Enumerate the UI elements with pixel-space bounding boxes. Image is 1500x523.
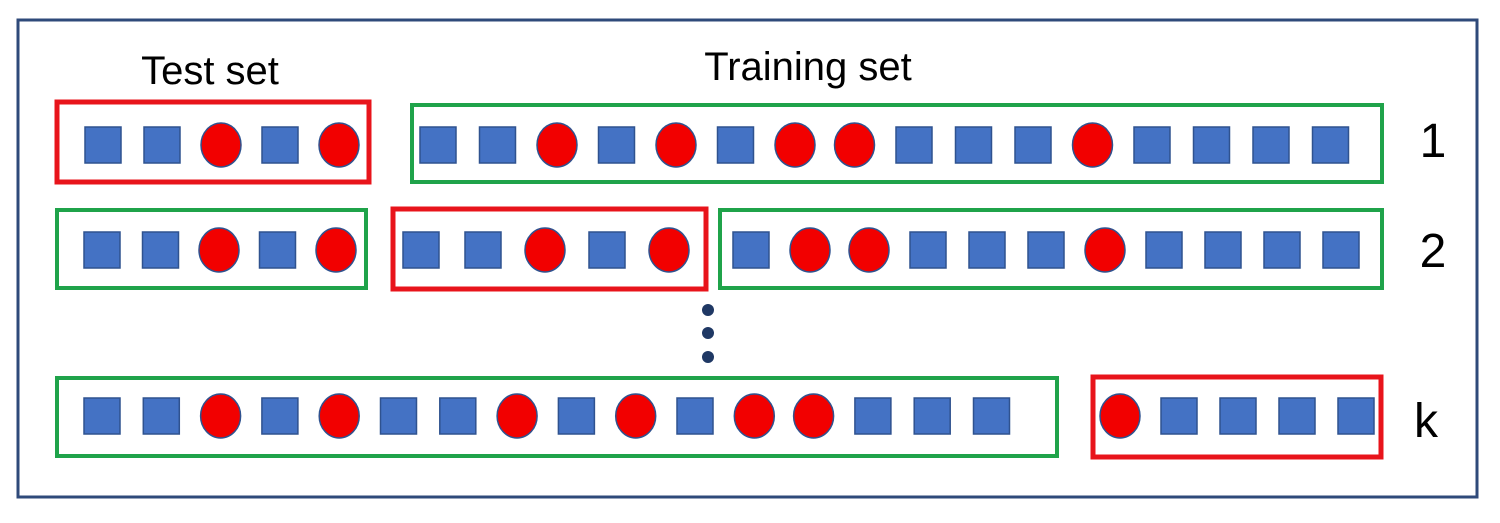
square-sample (402, 231, 440, 269)
square-sample (1219, 397, 1257, 435)
training-samples (83, 393, 1011, 439)
circle-sample (774, 122, 816, 168)
fold-row-1: 1 (54, 99, 1447, 185)
training-set-header: Training set (704, 45, 912, 89)
square-sample (1337, 397, 1375, 435)
square-sample (1145, 231, 1183, 269)
fold-label-2: 2 (1420, 225, 1447, 278)
square-sample (1160, 397, 1198, 435)
training-samples (419, 122, 1350, 168)
training-box (410, 103, 1384, 184)
circle-sample (614, 393, 657, 439)
square-sample (1252, 126, 1290, 164)
circle-sample (318, 393, 360, 439)
vertical-ellipsis (702, 304, 714, 363)
square-sample (854, 397, 892, 435)
square-sample (1192, 126, 1231, 164)
square-sample (261, 397, 299, 435)
test-samples (84, 122, 360, 168)
circle-sample (792, 393, 835, 439)
square-sample (954, 126, 993, 164)
circle-sample (1071, 122, 1114, 168)
square-sample (676, 397, 714, 435)
circle-sample (848, 227, 890, 273)
circle-sample (733, 393, 776, 439)
square-sample (1133, 126, 1171, 164)
square-sample (1322, 231, 1360, 269)
square-sample (141, 231, 180, 269)
training-box (718, 208, 1384, 290)
square-sample (142, 397, 181, 435)
circle-sample (1084, 227, 1126, 273)
circle-sample (648, 227, 690, 273)
circle-sample (524, 227, 566, 273)
square-sample (716, 126, 755, 164)
fold-label-k: k (1414, 395, 1439, 448)
test-box (390, 206, 709, 292)
ellipsis-dot (702, 351, 714, 363)
square-sample (732, 231, 770, 269)
square-sample (379, 397, 418, 435)
circle-sample (496, 393, 538, 439)
square-sample (1263, 231, 1301, 269)
square-sample (83, 397, 121, 435)
circle-sample (198, 227, 240, 273)
circle-sample (833, 122, 876, 168)
test-box (1090, 374, 1384, 460)
square-sample (478, 126, 517, 164)
square-sample (1014, 126, 1052, 164)
square-sample (972, 397, 1011, 435)
ellipsis-dot (702, 304, 714, 316)
circle-sample (199, 393, 242, 439)
fold-row-k: k (55, 374, 1439, 460)
training-samples (732, 227, 1360, 273)
circle-sample (655, 122, 697, 168)
square-sample (1278, 397, 1316, 435)
square-sample (913, 397, 951, 435)
square-sample (261, 126, 299, 164)
square-sample (588, 231, 626, 269)
circle-sample (200, 122, 242, 168)
square-sample (1027, 231, 1065, 269)
square-sample (258, 231, 297, 269)
square-sample (419, 126, 457, 164)
square-sample (557, 397, 596, 435)
square-sample (84, 126, 122, 164)
square-sample (597, 126, 636, 164)
square-sample (143, 126, 181, 164)
square-sample (968, 231, 1006, 269)
square-sample (1311, 126, 1350, 164)
training-samples (83, 227, 357, 273)
circle-sample (536, 122, 578, 168)
square-sample (1204, 231, 1242, 269)
training-box (55, 208, 368, 290)
fold-label-1: 1 (1420, 115, 1447, 168)
test-set-header: Test set (141, 49, 279, 93)
ellipsis-dot (702, 327, 714, 339)
test-box (54, 99, 372, 185)
circle-sample (789, 227, 831, 273)
square-sample (895, 126, 933, 164)
fold-row-2: 2 (55, 206, 1447, 292)
test-samples (402, 227, 690, 273)
test-samples (1099, 393, 1375, 439)
square-sample (83, 231, 121, 269)
circle-sample (318, 122, 360, 168)
square-sample (464, 231, 502, 269)
circle-sample (315, 227, 357, 273)
circle-sample (1099, 393, 1141, 439)
square-sample (909, 231, 947, 269)
training-box (55, 376, 1059, 458)
square-sample (439, 397, 477, 435)
